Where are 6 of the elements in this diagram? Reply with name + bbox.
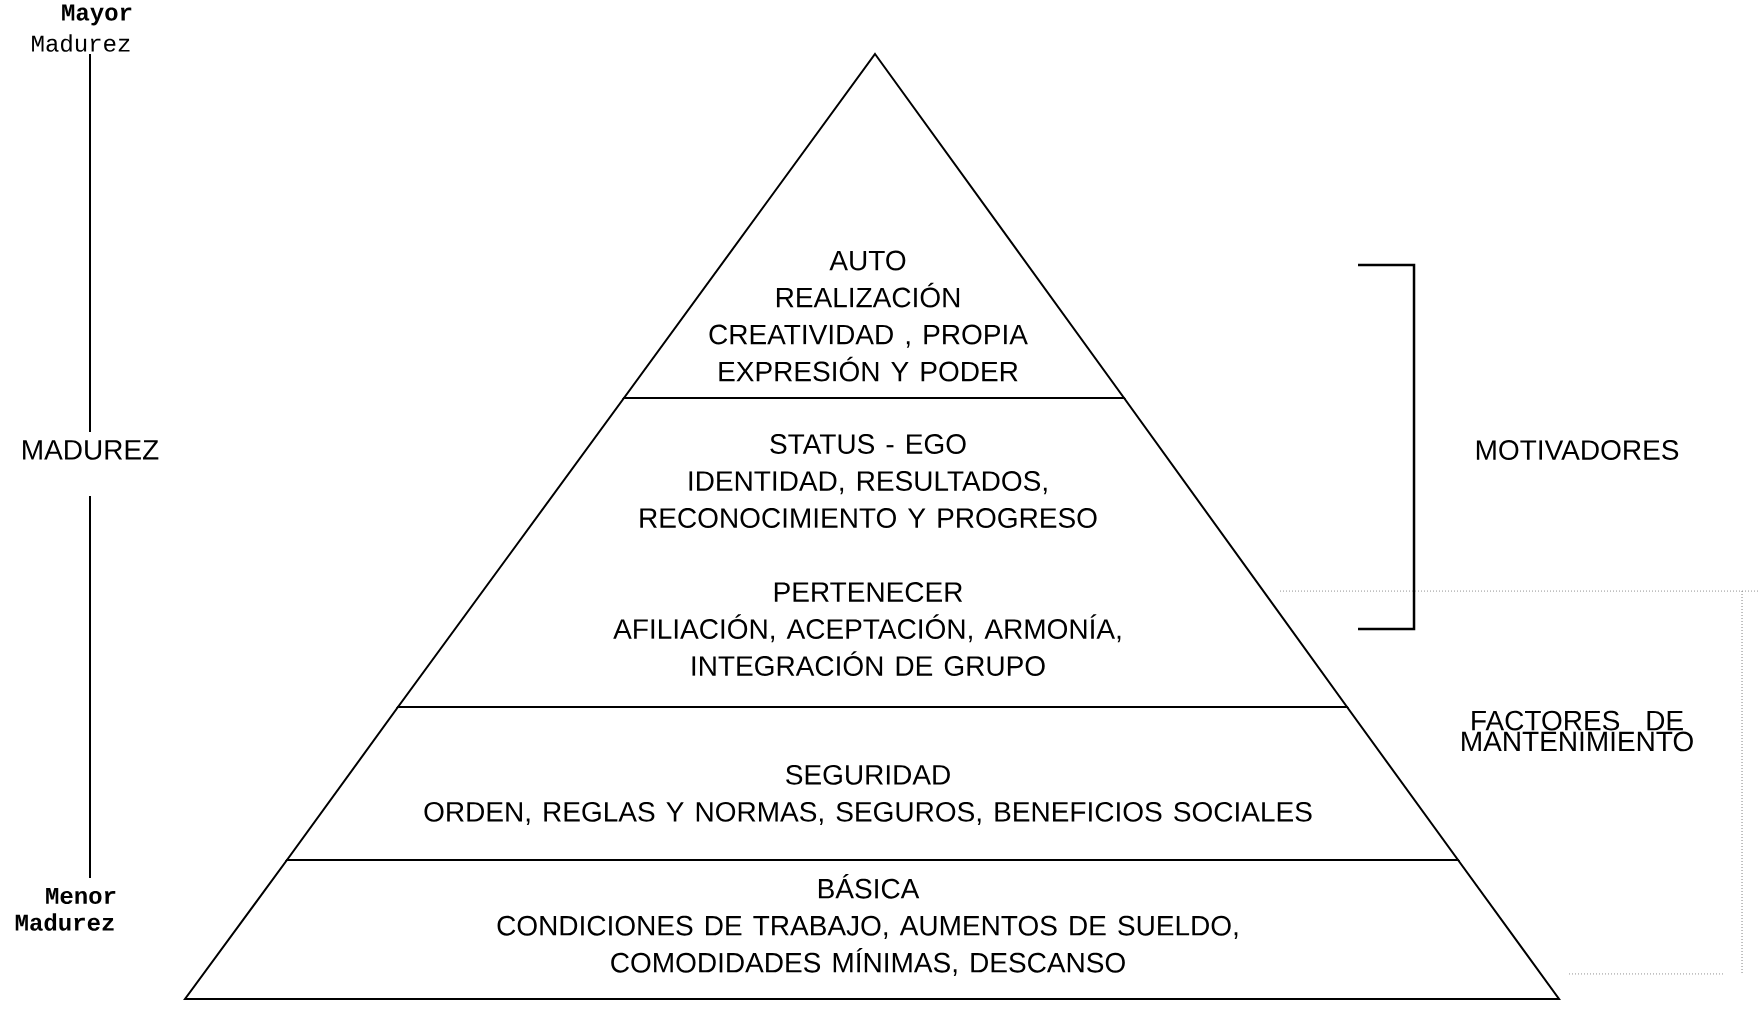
- group-label: MOTIVADORES: [1476, 440, 1679, 460]
- scale-end-label: Madurez: [15, 913, 114, 931]
- scale-end-label: Madurez: [32, 34, 130, 52]
- axis-label: MADUREZ: [23, 440, 159, 460]
- scale-end-label: Menor: [46, 888, 116, 905]
- scale-end-label: Mayor: [62, 4, 132, 26]
